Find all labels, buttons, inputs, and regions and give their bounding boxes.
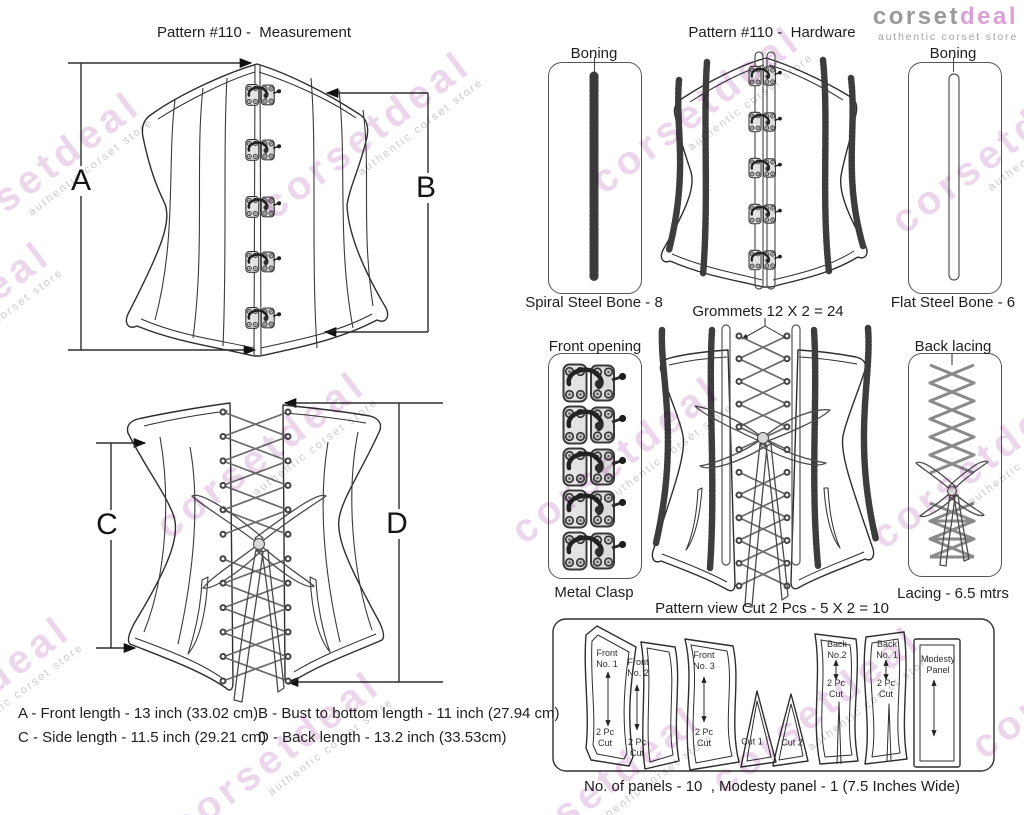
boning-flat-leader-line — [952, 57, 954, 72]
piece-front-1-label: Front No. 1 — [596, 648, 618, 669]
logo-tagline: authentic corset store — [878, 31, 1018, 43]
dimension-a-label: A — [65, 166, 97, 196]
piece-back-1-label: Back No. 1 — [876, 639, 898, 660]
piece-modesty-panel-label: Modesty Panel — [920, 654, 956, 675]
pattern-pieces-drawing — [552, 618, 995, 772]
front-opening-box — [548, 353, 642, 579]
piece-back-1-cut: 2 Pc Cut — [876, 678, 896, 699]
brand-logo: corsetdeal authentic corset store — [873, 5, 1018, 43]
measurement-title: Pattern #110 - Measurement — [157, 24, 351, 41]
corset-back-hardware-drawing — [651, 318, 880, 608]
back-lacing-drawing — [915, 353, 989, 567]
corset-back-measurement-drawing — [96, 397, 443, 703]
pattern-view-title: Pattern view Cut 2 Pcs - 5 X 2 = 10 — [655, 600, 889, 617]
boning-spiral-leader-line — [593, 57, 595, 74]
boning-flat-box — [908, 62, 1002, 294]
legend-front-length: A - Front length - 13 inch (33.02 cm) — [18, 705, 259, 722]
piece-front-2-label: Front No. 2 — [627, 657, 649, 678]
boning-spiral-label: Boning — [570, 45, 618, 62]
metal-clasp-caption: Metal Clasp — [554, 584, 634, 601]
flat-steel-bone-drawing — [948, 73, 960, 281]
piece-cut-1-label: Cut 1 — [741, 736, 763, 747]
logo-corset: corset — [872, 3, 960, 30]
lacing-caption: Lacing - 6.5 mtrs — [897, 585, 1009, 602]
pattern-view-footer: No. of panels - 10 , Modesty panel - 1 (… — [583, 778, 961, 795]
front-opening-label: Front opening — [548, 338, 642, 355]
piece-back-2-label: Back No.2 — [826, 639, 848, 660]
logo-wordmark: corsetdeal — [873, 5, 1018, 29]
spiral-bone-caption: Spiral Steel Bone - 8 — [525, 294, 663, 311]
logo-deal: deal — [959, 3, 1018, 30]
piece-cut-2-label: Cut 2 — [781, 737, 803, 748]
piece-back-2-cut: 2 Pc Cut — [826, 678, 846, 699]
grommets-caption: Grommets 12 X 2 = 24 — [692, 303, 844, 320]
piece-front-1-cut: 2 Pc Cut — [595, 727, 615, 748]
piece-front-3-cut: 2 Pc Cut — [694, 727, 714, 748]
spiral-steel-bone-drawing — [589, 71, 599, 283]
boning-spiral-box — [548, 62, 642, 294]
corset-front-measurement-drawing — [68, 57, 429, 357]
legend-back-length: D - Back length - 13.2 inch (33.53cm) — [258, 729, 507, 746]
legend-side-length: C - Side length - 11.5 inch (29.21 cm) — [18, 729, 267, 746]
piece-front-2-cut: 2 Pc Cut — [627, 737, 647, 758]
boning-flat-label: Boning — [929, 45, 977, 62]
legend-bust-to-bottom: B - Bust to bottom length - 11 inch (27.… — [258, 705, 560, 722]
dimension-d-label: D — [381, 509, 413, 539]
back-lacing-label: Back lacing — [914, 338, 992, 355]
corset-front-hardware-drawing — [660, 51, 868, 290]
dimension-b-label: B — [410, 173, 442, 203]
back-lacing-box — [908, 353, 1002, 577]
dimension-c-label: C — [91, 510, 123, 540]
flat-bone-caption: Flat Steel Bone - 6 — [890, 294, 1016, 311]
piece-front-3-label: Front No. 3 — [693, 650, 715, 671]
hardware-title: Pattern #110 - Hardware — [688, 24, 856, 41]
